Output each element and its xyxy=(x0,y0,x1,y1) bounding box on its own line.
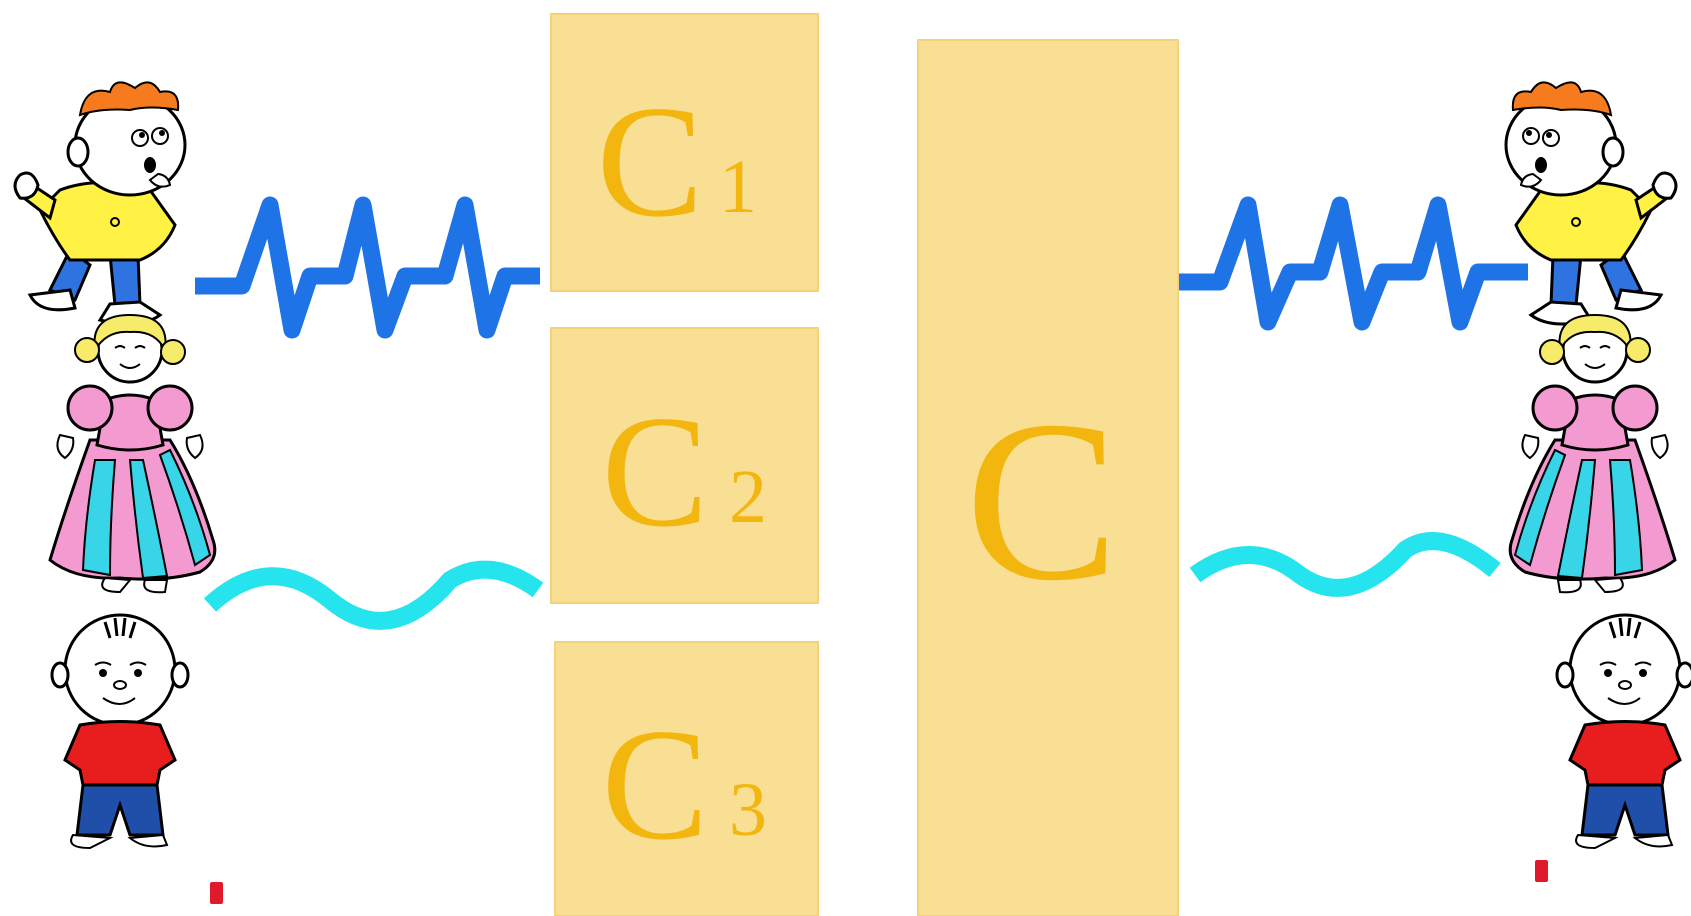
no-signal-dot-right xyxy=(1535,860,1548,882)
box-c1-letter: C xyxy=(597,72,704,250)
box-c3-subscript: 3 xyxy=(729,768,767,852)
box-c2-subscript: 2 xyxy=(729,455,767,539)
box-c3-letter: C xyxy=(602,695,709,873)
sine-wave-signal-left xyxy=(203,560,544,630)
pulse-wave-signal-left xyxy=(195,196,540,339)
no-signal-dot-left xyxy=(210,882,223,904)
boy-orange-hair-left xyxy=(13,80,187,326)
boy-red-shirt-left xyxy=(50,613,190,850)
box-c-letter: C xyxy=(965,373,1118,628)
box-c: C xyxy=(917,39,1179,916)
box-c3: C 3 xyxy=(554,641,819,916)
box-c2-letter: C xyxy=(602,382,709,560)
box-c1: C 1 xyxy=(550,13,819,292)
boy-red-shirt-right xyxy=(1555,613,1691,850)
box-c1-subscript: 1 xyxy=(719,145,757,229)
girl-pink-dress-right xyxy=(1508,313,1677,594)
pulse-wave-signal-right xyxy=(1178,196,1528,331)
girl-pink-dress-left xyxy=(48,313,217,594)
boy-orange-hair-right xyxy=(1504,80,1678,326)
sine-wave-signal-right xyxy=(1189,532,1501,597)
box-c2: C 2 xyxy=(550,327,819,604)
